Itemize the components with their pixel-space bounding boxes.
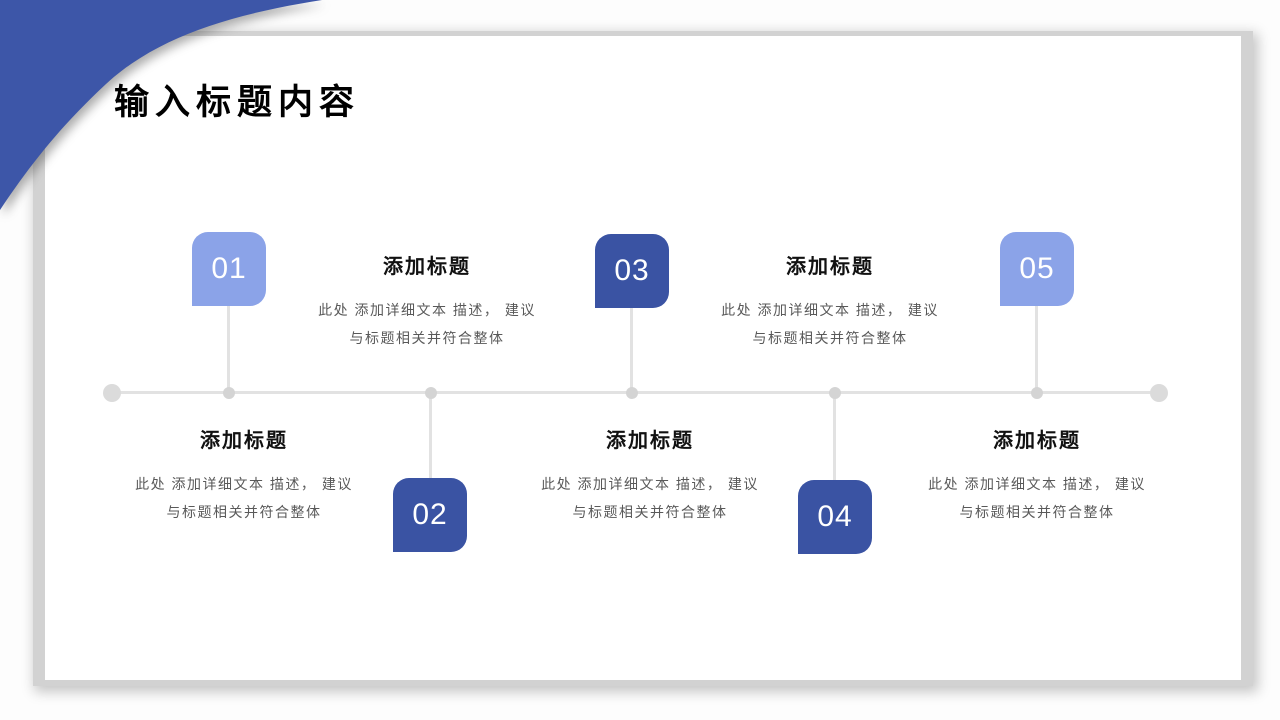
step-text-4[interactable]: 添加标题 此处 添加详细文本 描述， 建议与标题相关并符合整体 <box>690 254 970 352</box>
step-description: 此处 添加详细文本 描述， 建议与标题相关并符合整体 <box>135 476 353 520</box>
step-number: 02 <box>412 498 448 531</box>
step-number: 03 <box>614 254 650 287</box>
timeline-end-dot <box>1150 384 1168 402</box>
connector-step-1 <box>227 305 230 393</box>
step-description: 此处 添加详细文本 描述， 建议与标题相关并符合整体 <box>318 302 536 346</box>
slide-background <box>45 36 1241 680</box>
timeline-node-5 <box>1031 387 1043 399</box>
step-number: 04 <box>817 500 853 533</box>
step-text-3[interactable]: 添加标题 此处 添加详细文本 描述， 建议与标题相关并符合整体 <box>510 428 790 526</box>
step-number: 01 <box>211 252 247 285</box>
step-description: 此处 添加详细文本 描述， 建议与标题相关并符合整体 <box>541 476 759 520</box>
step-badge-04[interactable]: 04 <box>798 480 872 554</box>
timeline-node-3 <box>626 387 638 399</box>
step-heading: 添加标题 <box>606 430 694 452</box>
step-description: 此处 添加详细文本 描述， 建议与标题相关并符合整体 <box>928 476 1146 520</box>
step-heading: 添加标题 <box>993 430 1081 452</box>
step-badge-05[interactable]: 05 <box>1000 232 1074 306</box>
corner-wave-decoration <box>0 0 322 210</box>
timeline-start-dot <box>103 384 121 402</box>
step-heading: 添加标题 <box>383 256 471 278</box>
connector-step-4 <box>833 393 836 481</box>
timeline-node-1 <box>223 387 235 399</box>
step-badge-03[interactable]: 03 <box>595 234 669 308</box>
step-text-2[interactable]: 添加标题 此处 添加详细文本 描述， 建议与标题相关并符合整体 <box>287 254 567 352</box>
timeline-node-2 <box>425 387 437 399</box>
step-badge-01[interactable]: 01 <box>192 232 266 306</box>
connector-step-5 <box>1035 305 1038 393</box>
step-number: 05 <box>1019 252 1055 285</box>
step-text-1[interactable]: 添加标题 此处 添加详细文本 描述， 建议与标题相关并符合整体 <box>104 428 384 526</box>
step-heading: 添加标题 <box>786 256 874 278</box>
step-badge-02[interactable]: 02 <box>393 478 467 552</box>
slide-title[interactable]: 输入标题内容 <box>114 83 361 122</box>
connector-step-2 <box>429 393 432 481</box>
timeline-node-4 <box>829 387 841 399</box>
step-description: 此处 添加详细文本 描述， 建议与标题相关并符合整体 <box>721 302 939 346</box>
step-heading: 添加标题 <box>200 430 288 452</box>
step-text-5[interactable]: 添加标题 此处 添加详细文本 描述， 建议与标题相关并符合整体 <box>897 428 1177 526</box>
connector-step-3 <box>630 305 633 393</box>
